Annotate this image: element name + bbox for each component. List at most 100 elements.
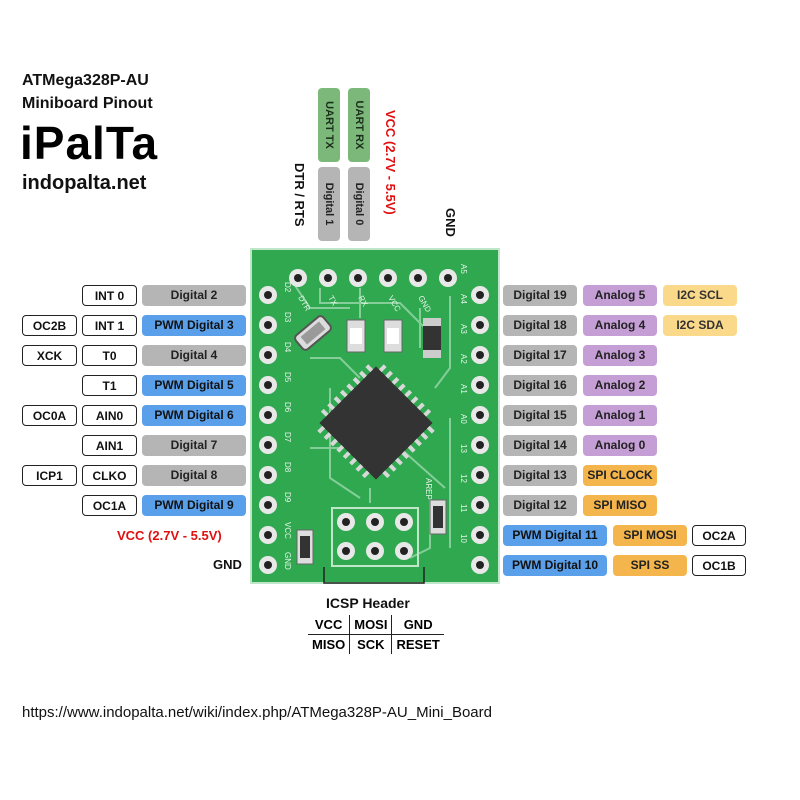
icsp-bracket: [323, 567, 425, 584]
silk-aref: AREF: [424, 478, 433, 500]
footer-url[interactable]: https://www.indopalta.net/wiki/index.php…: [22, 704, 492, 721]
right-pin-4-label: Digital 16: [503, 375, 577, 396]
left-pin-4-label: PWM Digital 5: [142, 375, 246, 396]
left-pin-5-function: AIN0: [82, 405, 137, 426]
title-line-2: Miniboard Pinout: [22, 95, 153, 112]
right-pin-holes: [471, 286, 489, 574]
right-pin-2-label: Digital 18: [503, 315, 577, 336]
left-vcc-label: VCC (2.7V - 5.5V): [117, 528, 222, 543]
left-pin-holes: [259, 286, 277, 574]
left-pin-6-label: Digital 7: [142, 435, 246, 456]
right-pin-6-function: Analog 0: [583, 435, 657, 456]
digital-0-label: Digital 0: [348, 167, 370, 241]
silk-right-10: 10: [459, 534, 468, 543]
right-pin-5-function: Analog 1: [583, 405, 657, 426]
silk-left-d6: D6: [283, 402, 292, 413]
left-pin-8-label: PWM Digital 9: [142, 495, 246, 516]
left-pin-6-function: AIN1: [82, 435, 137, 456]
diode-component: [423, 318, 441, 358]
right-pin-10-function: SPI SS: [613, 555, 687, 576]
silk-left-d8: D8: [283, 462, 292, 473]
silk-left-d3: D3: [283, 312, 292, 323]
silk-right-a1: A1: [459, 384, 468, 394]
right-pin-6-label: Digital 14: [503, 435, 577, 456]
silk-left-d9: D9: [283, 492, 292, 503]
power-capacitor: [296, 529, 314, 565]
right-pin-1-function: Analog 5: [583, 285, 657, 306]
silk-left-gnd: GND: [283, 552, 292, 570]
right-pin-10-extra: OC1B: [692, 555, 746, 576]
pcb-board: [250, 248, 500, 584]
left-pin-4-function: T1: [82, 375, 137, 396]
right-pin-5-label: Digital 15: [503, 405, 577, 426]
brand-logo: iPalTa: [20, 117, 159, 169]
crystal-component: [294, 315, 332, 351]
icsp-header-pins: [331, 507, 419, 567]
left-pin-5-label: PWM Digital 6: [142, 405, 246, 426]
right-pin-9-label: PWM Digital 11: [503, 525, 607, 546]
right-pin-9-extra: OC2A: [692, 525, 746, 546]
silk-right-a3: A3: [459, 324, 468, 334]
right-pin-7-function: SPI CLOCK: [583, 465, 657, 486]
right-pin-3-function: Analog 3: [583, 345, 657, 366]
right-pin-3-label: Digital 17: [503, 345, 577, 366]
right-pin-7-label: Digital 13: [503, 465, 577, 486]
silk-left-vcc: VCC: [283, 522, 292, 539]
left-pin-1-function: INT 0: [82, 285, 137, 306]
icsp-vcc: VCC: [308, 615, 351, 635]
right-pin-8-function: SPI MISO: [583, 495, 657, 516]
atmega328p-chip: [317, 364, 435, 480]
aref-capacitor: [429, 499, 447, 535]
left-pin-7-function: CLKO: [82, 465, 137, 486]
gnd-top-label: GND: [443, 208, 458, 237]
top-pin-holes: [289, 269, 457, 287]
icsp-sck: SCK: [349, 634, 393, 654]
icsp-title: ICSP Header: [326, 595, 410, 611]
left-gnd-label: GND: [213, 557, 242, 572]
silk-left-d7: D7: [283, 432, 292, 443]
right-pin-9-function: SPI MOSI: [613, 525, 687, 546]
website-label: indopalta.net: [22, 172, 147, 194]
left-pin-5-alt: OC0A: [22, 405, 77, 426]
right-pin-4-function: Analog 2: [583, 375, 657, 396]
right-pin-1-extra: I2C SCL: [663, 285, 737, 306]
right-pin-8-label: Digital 12: [503, 495, 577, 516]
left-pin-2-label: PWM Digital 3: [142, 315, 246, 336]
silk-left-d4: D4: [283, 342, 292, 353]
right-pin-2-extra: I2C SDA: [663, 315, 737, 336]
silk-left-d2: D2: [283, 282, 292, 293]
icsp-gnd: GND: [391, 615, 444, 635]
silk-right-a0: A0: [459, 414, 468, 424]
right-pin-10-label: PWM Digital 10: [503, 555, 607, 576]
left-pin-7-alt: ICP1: [22, 465, 77, 486]
left-pin-2-function: INT 1: [82, 315, 137, 336]
silk-right-a5: A5: [459, 264, 468, 274]
silk-right-11: 11: [459, 504, 468, 513]
left-pin-3-function: T0: [82, 345, 137, 366]
digital-1-label: Digital 1: [318, 167, 340, 241]
silk-left-d5: D5: [283, 372, 292, 383]
smd-led-right: [383, 319, 403, 353]
left-pin-3-label: Digital 4: [142, 345, 246, 366]
icsp-table: VCC MOSI GND MISO SCK RESET: [308, 615, 444, 654]
left-pin-8-function: OC1A: [82, 495, 137, 516]
silk-right-a2: A2: [459, 354, 468, 364]
uart-rx-label: UART RX: [348, 88, 370, 162]
left-pin-3-alt: XCK: [22, 345, 77, 366]
vcc-top-label: VCC (2.7V - 5.5V): [383, 110, 398, 215]
left-pin-7-label: Digital 8: [142, 465, 246, 486]
left-pin-2-alt: OC2B: [22, 315, 77, 336]
icsp-miso: MISO: [308, 634, 351, 654]
icsp-reset: RESET: [396, 637, 440, 652]
left-pin-1-label: Digital 2: [142, 285, 246, 306]
right-pin-2-function: Analog 4: [583, 315, 657, 336]
smd-led-left: [346, 319, 366, 353]
dtr-rts-label: DTR / RTS: [292, 163, 307, 227]
right-pin-1-label: Digital 19: [503, 285, 577, 306]
icsp-mosi: MOSI: [349, 615, 393, 635]
silk-right-13: 13: [459, 444, 468, 453]
title-line-1: ATMega328P-AU: [22, 72, 149, 89]
uart-tx-label: UART TX: [318, 88, 340, 162]
silk-right-a4: A4: [459, 294, 468, 304]
silk-right-12: 12: [459, 474, 468, 483]
